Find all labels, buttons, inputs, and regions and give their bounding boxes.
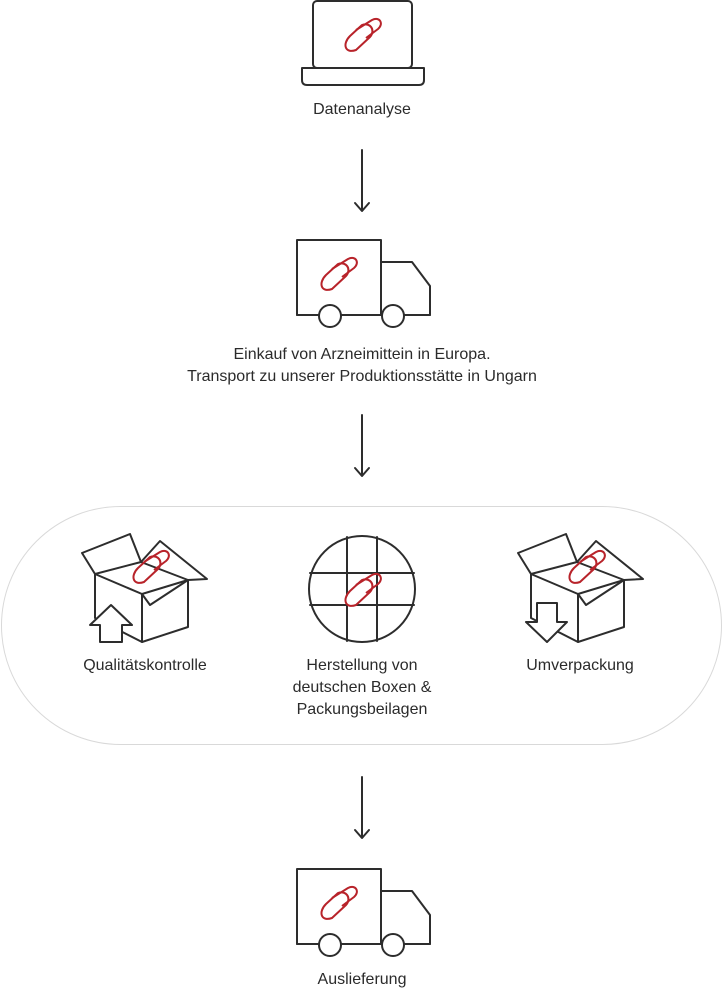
step-label-production-line3: Packungsbeilagen	[296, 701, 428, 718]
truck-icon	[296, 868, 431, 957]
logo-icon	[320, 257, 358, 291]
logo-icon	[344, 18, 382, 52]
step-label-purchase-line1: Einkauf von Arzneimittein in Europa.	[233, 346, 491, 363]
step-label-purchase-line2: Transport zu unserer Produktionsstätte i…	[187, 368, 537, 385]
step-label-production: Herstellung von deutschen Boxen & Packun…	[262, 655, 462, 721]
logo-icon	[320, 886, 358, 920]
step-label-quality: Qualitätskontrolle	[83, 657, 207, 674]
step-label-purchase: Einkauf von Arzneimittein in Europa. Tra…	[112, 344, 612, 388]
step-label-repack: Umverpackung	[526, 657, 634, 674]
laptop-shape	[301, 0, 425, 86]
arrow-down-icon	[354, 149, 370, 212]
truck-icon	[296, 239, 431, 328]
arrow-down-icon	[354, 776, 370, 839]
step-label-delivery: Auslieferung	[317, 971, 407, 988]
step-label-production-line1: Herstellung von	[306, 657, 418, 674]
step-label-production-line2: deutschen Boxen &	[292, 679, 432, 696]
arrow-down-icon	[354, 414, 370, 477]
process-group-container	[1, 506, 722, 745]
step-label-analysis: Datenanalyse	[313, 101, 411, 118]
